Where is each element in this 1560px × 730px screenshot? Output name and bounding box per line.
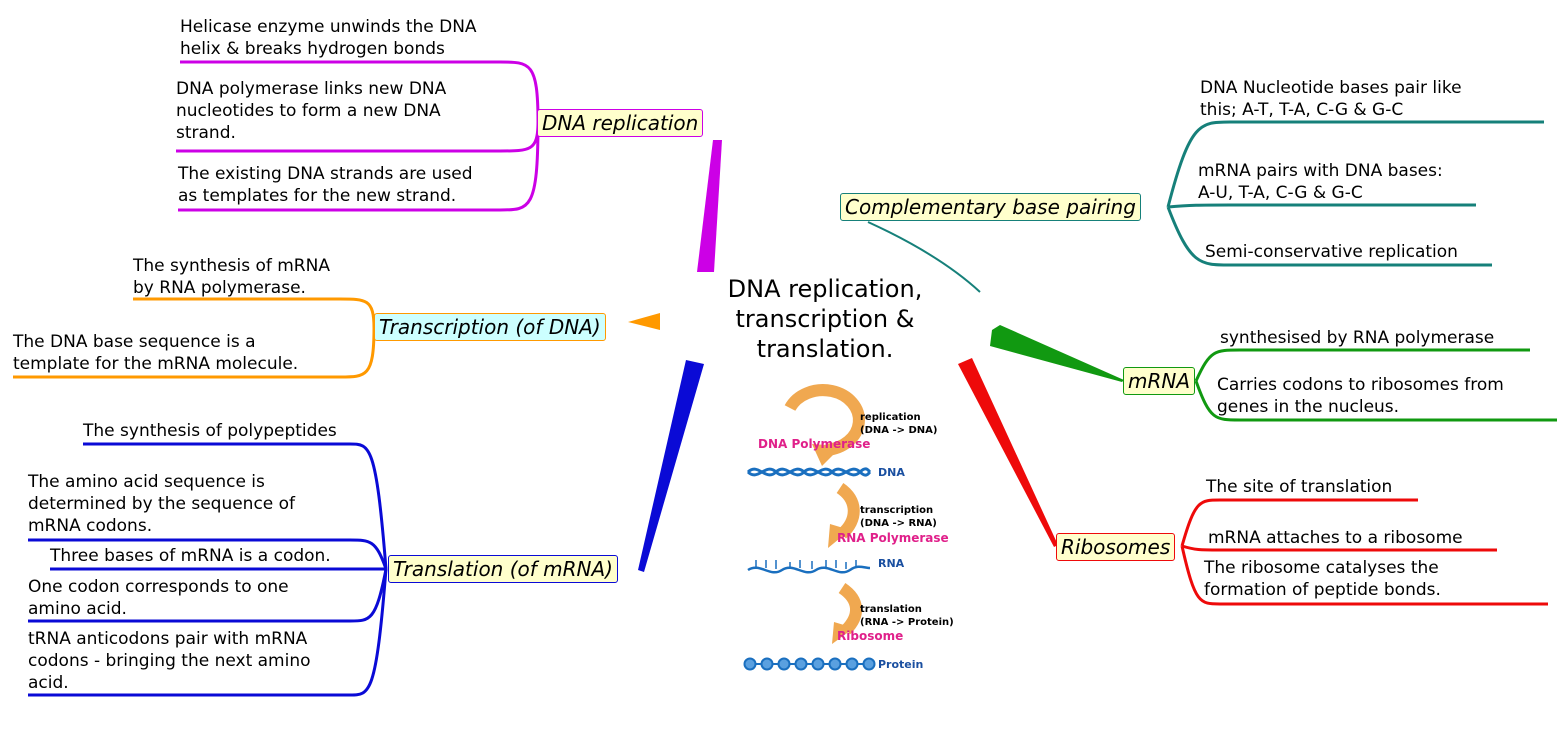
central-title-line-1: DNA replication, (727, 275, 923, 303)
branch-complementary (867, 221, 981, 293)
img-translation-sub: (RNA -> Protein) (860, 617, 954, 628)
topic-transcription[interactable]: Transcription (of DNA) (374, 313, 606, 341)
topic-translation[interactable]: Translation (of mRNA) (388, 555, 618, 583)
img-dna-polymerase: DNA Polymerase (758, 437, 870, 451)
translation-arrow (838, 583, 862, 635)
dna-helix (746, 467, 872, 477)
branch-replication (697, 140, 722, 272)
img-transcription-label: transcription (860, 505, 933, 516)
note-synthesised-rna-polymerase[interactable]: synthesised by RNA polymerase (1220, 328, 1495, 348)
note-dna-base-pairs[interactable]: DNA Nucleotide bases pair like this; A-T… (1200, 78, 1462, 120)
note-helicase[interactable]: Helicase enzyme unwinds the DNA helix & … (180, 17, 477, 59)
central-title-line-3: translation. (756, 335, 894, 363)
note-semi-conservative[interactable]: Semi-conservative replication (1205, 242, 1458, 262)
topic-complementary-base-pairing[interactable]: Complementary base pairing (840, 193, 1141, 221)
note-templates[interactable]: The existing DNA strands are used as tem… (178, 164, 473, 206)
central-title-line-2: transcription & (735, 305, 915, 333)
img-ribosome: Ribosome (837, 629, 903, 643)
protein-chain (743, 657, 876, 671)
img-replication-sub: (DNA -> DNA) (860, 425, 937, 436)
note-dna-polymerase[interactable]: DNA polymerase links new DNA nucleotides… (176, 79, 447, 143)
topic-ribosomes[interactable]: Ribosomes (1056, 533, 1176, 561)
note-mrna-pairs[interactable]: mRNA pairs with DNA bases: A-U, T-A, C-G… (1198, 161, 1443, 203)
note-mrna-attaches[interactable]: mRNA attaches to a ribosome (1208, 528, 1463, 548)
branch-ribosomes (958, 358, 1058, 547)
note-template-mrna[interactable]: The DNA base sequence is a template for … (13, 332, 299, 374)
note-one-codon[interactable]: One codon corresponds to one amino acid. (28, 577, 289, 619)
topic-dna-replication[interactable]: DNA replication (537, 109, 704, 137)
note-synthesis-mrna[interactable]: The synthesis of mRNA by RNA polymerase. (133, 256, 330, 298)
img-rna: RNA (878, 557, 905, 570)
note-codon[interactable]: Three bases of mRNA is a codon. (50, 546, 331, 566)
central-topic[interactable]: DNA replication, transcription & transla… (700, 274, 950, 364)
img-translation-label: translation (860, 604, 922, 615)
transcription-arrow (836, 483, 860, 539)
img-replication-label: replication (860, 412, 921, 423)
img-dna: DNA (878, 466, 905, 479)
topic-mrna[interactable]: mRNA (1123, 367, 1196, 395)
branch-mrna (990, 325, 1124, 382)
note-synthesis-polypeptides[interactable]: The synthesis of polypeptides (83, 421, 337, 441)
replication-arrow (784, 384, 865, 456)
img-transcription-sub: (DNA -> RNA) (860, 518, 937, 529)
img-protein: Protein (878, 658, 923, 671)
note-amino-acid-sequence[interactable]: The amino acid sequence is determined by… (28, 472, 296, 536)
note-carries-codons[interactable]: Carries codons to ribosomes from genes i… (1217, 375, 1504, 417)
note-trna[interactable]: tRNA anticodons pair with mRNA codons - … (28, 629, 311, 693)
branch-translation (638, 360, 704, 572)
central-illustration: replication (DNA -> DNA) DNA Polymerase … (743, 384, 954, 671)
branch-transcription (628, 313, 660, 330)
note-site-translation[interactable]: The site of translation (1206, 477, 1393, 497)
note-peptide-bonds[interactable]: The ribosome catalyses the formation of … (1204, 558, 1441, 600)
rna-strand (747, 560, 871, 574)
img-rna-polymerase: RNA Polymerase (837, 531, 949, 545)
